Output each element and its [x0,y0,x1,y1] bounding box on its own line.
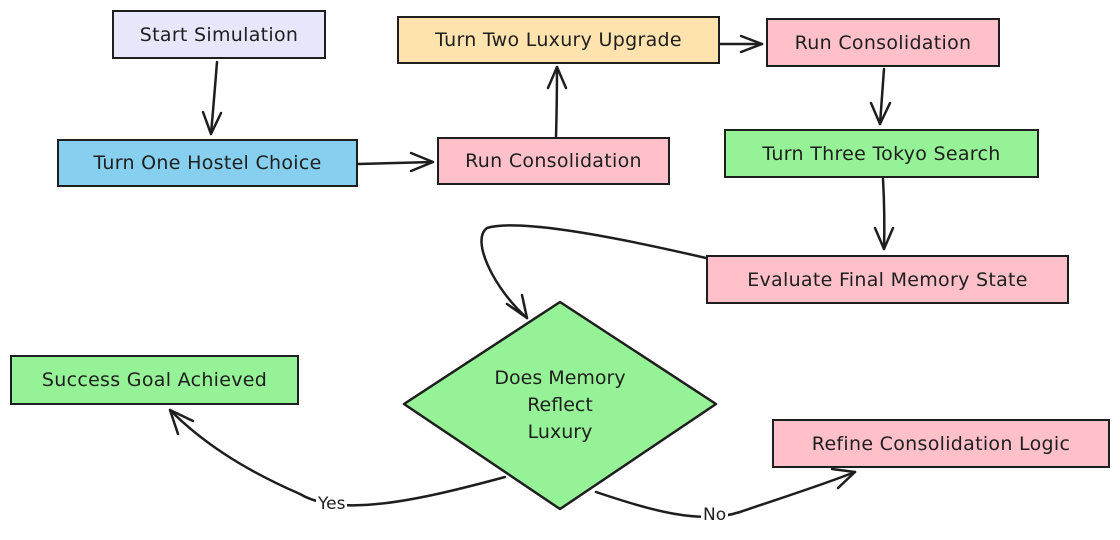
turn-one-label: Turn One Hostel Choice [93,152,322,174]
success-label: Success Goal Achieved [41,369,268,391]
edge-turn-two-to-consolidation [718,34,764,54]
turn-one-hostel-choice-node[interactable]: Turn One Hostel Choice [57,139,358,187]
success-goal-achieved-node[interactable]: Success Goal Achieved [10,355,299,405]
edge-decision-no [594,467,857,519]
edge-consolidation-to-turn-two [546,65,568,139]
no-edge-label: No [701,505,729,525]
run-consolidation-label-1: Run Consolidation [465,150,642,172]
refine-label: Refine Consolidation Logic [811,432,1071,455]
edge-start-to-turn-one [201,60,223,136]
edge-turn-one-to-consolidation [356,151,435,173]
turn-two-label: Turn Two Luxury Upgrade [435,29,682,51]
edge-decision-yes [168,408,507,507]
turn-two-luxury-upgrade-node[interactable]: Turn Two Luxury Upgrade [397,16,720,64]
run-consolidation-node-1[interactable]: Run Consolidation [437,137,670,185]
decision-label-line-3: Luxury [527,421,593,443]
decision-label: Does Memory Reflect Luxury [460,365,660,446]
refine-consolidation-logic-node[interactable]: Refine Consolidation Logic [772,419,1110,468]
evaluate-label: Evaluate Final Memory State [747,268,1028,291]
yes-edge-label: Yes [316,494,348,514]
start-simulation-node[interactable]: Start Simulation [112,10,326,59]
run-consolidation-node-2[interactable]: Run Consolidation [766,18,1000,67]
decision-label-line-1: Does Memory [494,367,626,389]
turn-three-label: Turn Three Tokyo Search [762,142,1001,165]
edge-consolidation-to-turn-three [869,67,892,126]
edge-evaluate-to-decision [480,224,708,320]
edge-turn-three-to-evaluate [873,177,895,251]
run-consolidation-label-2: Run Consolidation [794,31,972,54]
decision-label-line-2: Reflect [527,394,593,416]
turn-three-tokyo-search-node[interactable]: Turn Three Tokyo Search [724,129,1039,178]
evaluate-final-memory-state-node[interactable]: Evaluate Final Memory State [706,255,1069,304]
decision-diamond [402,300,718,511]
start-simulation-label: Start Simulation [139,23,299,46]
